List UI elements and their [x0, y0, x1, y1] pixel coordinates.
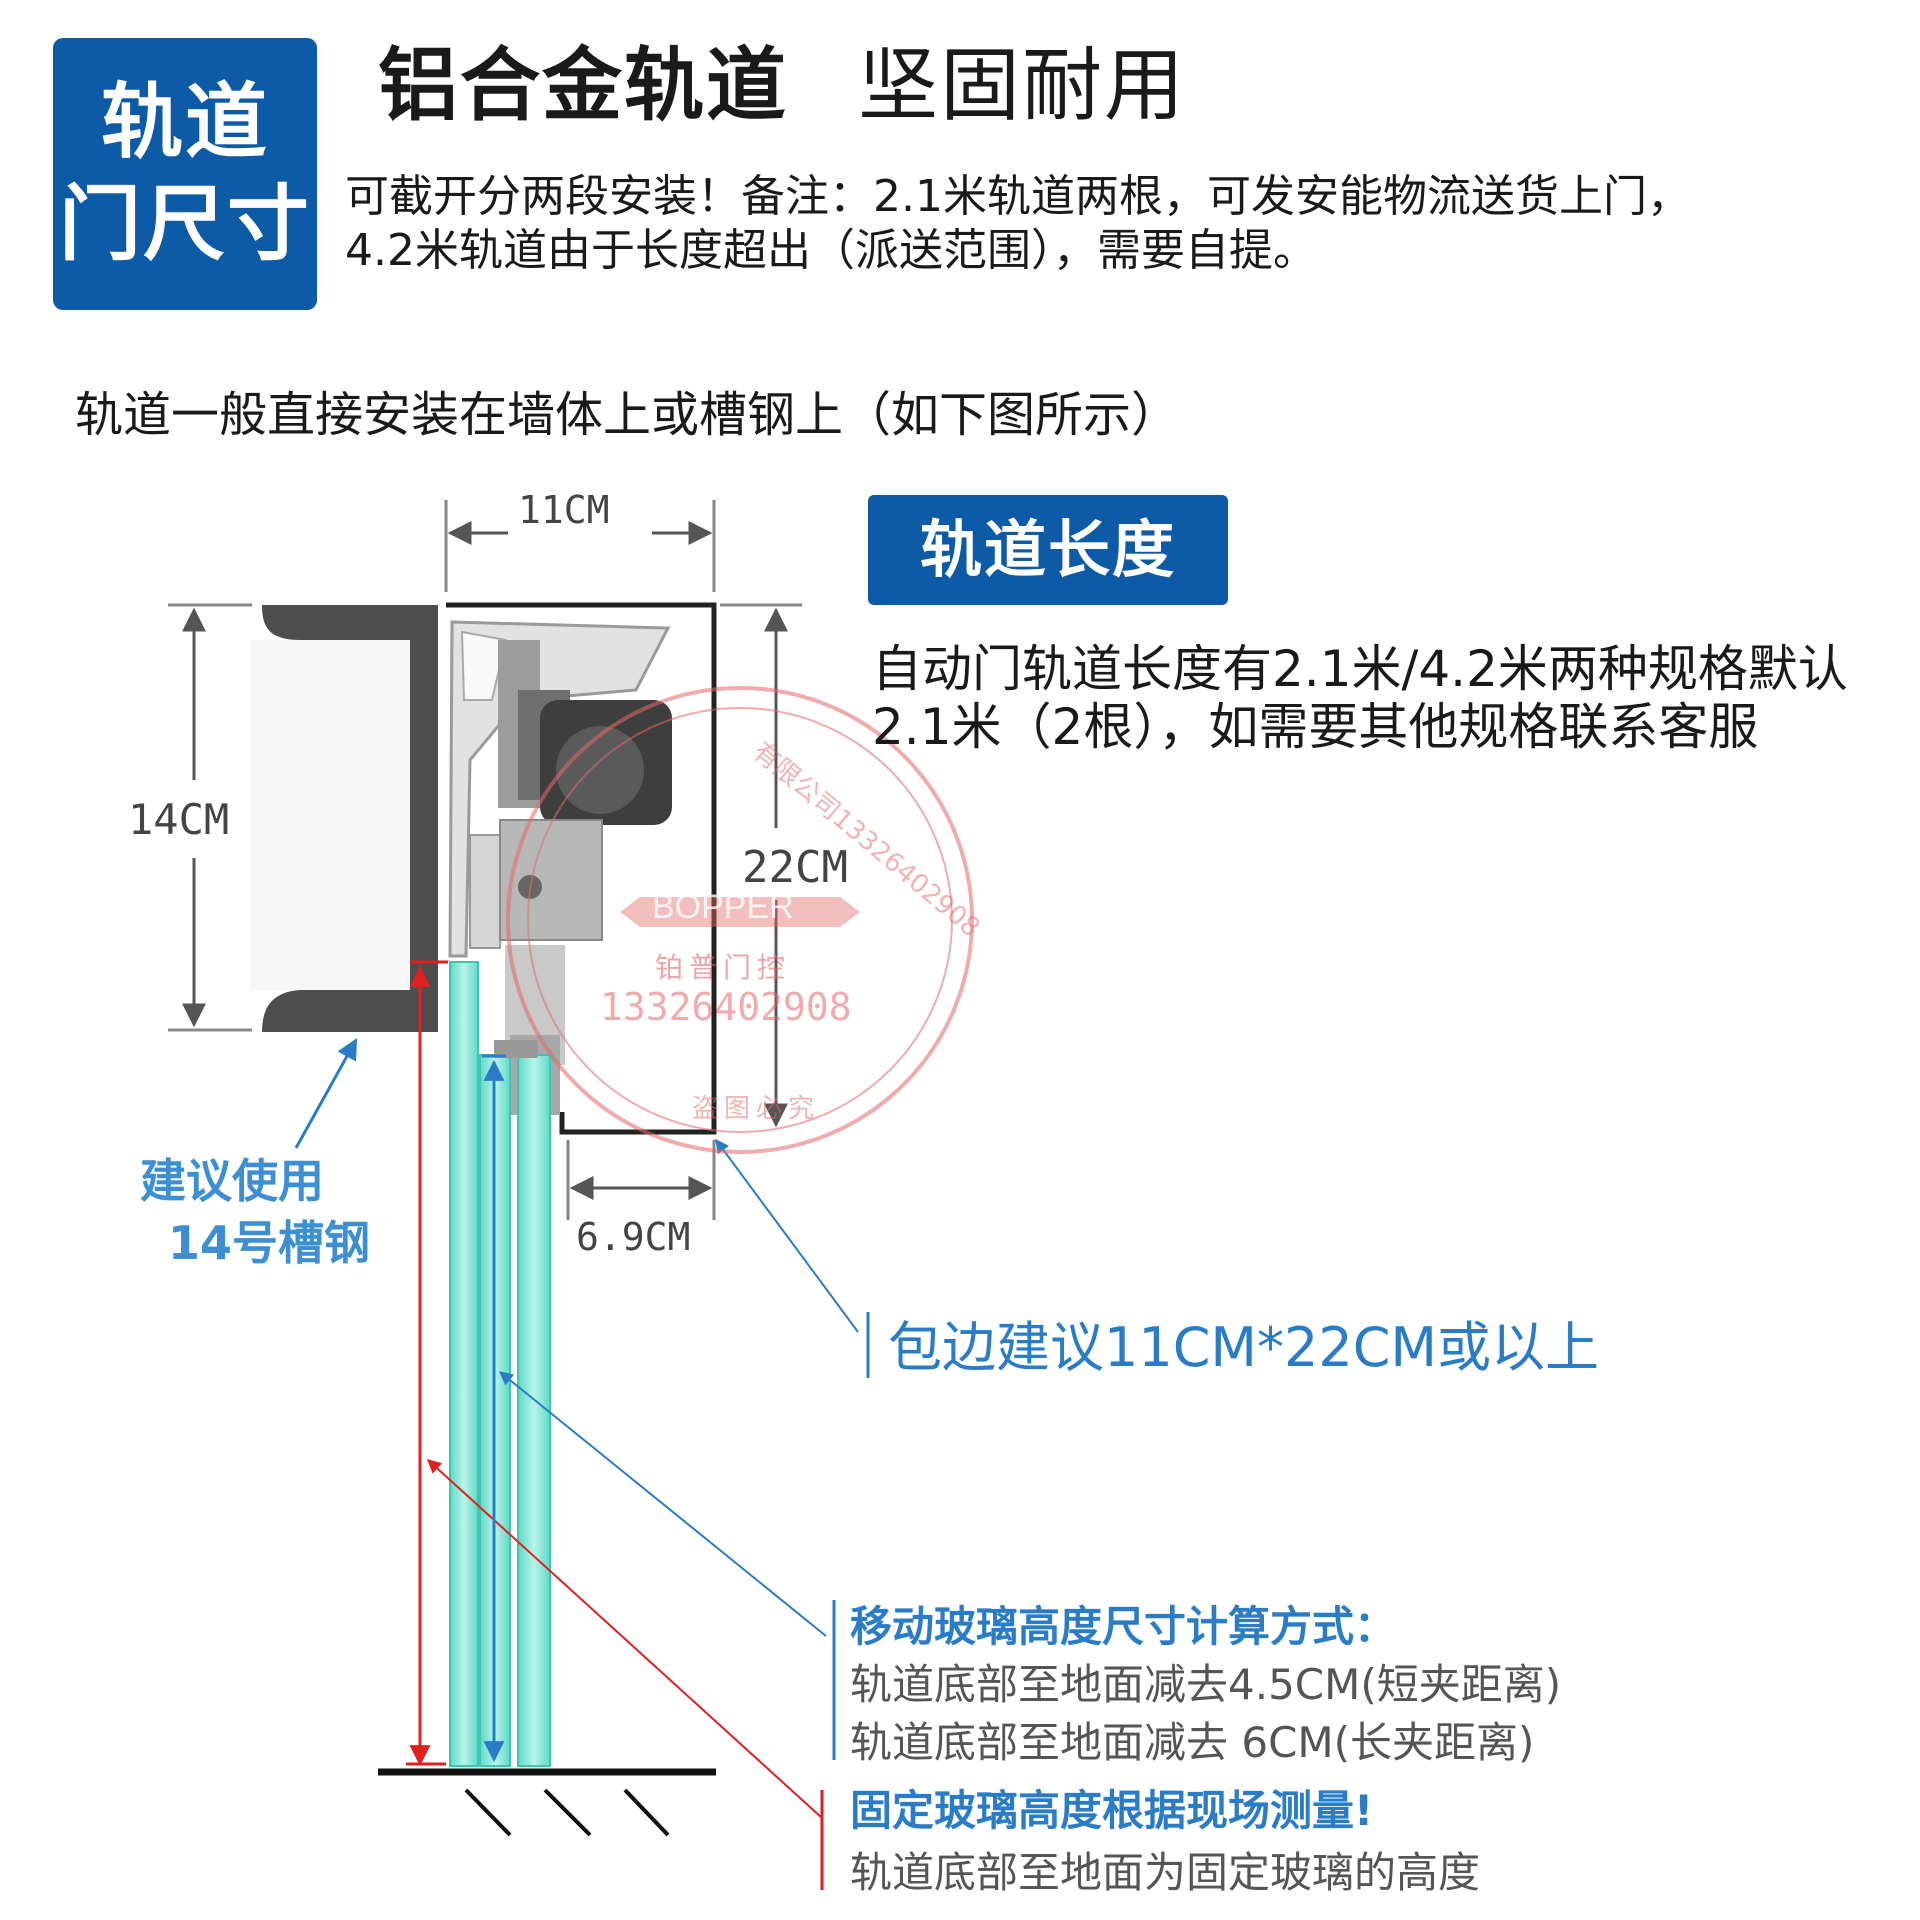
watermark-brand-cn: 铂普门控 — [655, 951, 792, 984]
floor — [378, 1768, 716, 1837]
track-length-badge: 轨道长度 — [868, 495, 1228, 605]
dim-label-22cm: 22CM — [742, 842, 848, 893]
moving-glass-rule2: 轨道底部至地面减去 6CM(长夹距离) — [850, 1718, 1535, 1767]
fixed-glass-rule: 轨道底部至地面为固定玻璃的高度 — [850, 1848, 1481, 1897]
dimension-11cm — [444, 500, 716, 592]
track-length-line2: 2.1米（2根），如需要其他规格联系客服 — [872, 698, 1759, 756]
moving-glass-heading: 移动玻璃高度尺寸计算方式： — [850, 1602, 1397, 1651]
install-note: 可截开分两段安装！备注：2.1米轨道两根，可发安能物流送货上门， 4.2米轨道由… — [345, 170, 1691, 278]
title-part1: 铝合金轨道 — [378, 39, 788, 132]
watermark-bottom: 盗图必究 — [692, 1094, 821, 1124]
moving-glass-calc: 移动玻璃高度尺寸计算方式： 轨道底部至地面减去4.5CM(短夹距离) 轨道底部至… — [850, 1598, 1561, 1772]
channel-pointer-arrow — [294, 1038, 358, 1149]
cover-size-note: 包边建议11CM*22CM或以上 — [888, 1316, 1600, 1379]
dimension-22cm — [720, 603, 802, 1128]
badge-line1: 轨道 — [100, 75, 269, 170]
moving-glass-height-arrow — [482, 1054, 836, 1763]
fixed-glass — [449, 961, 479, 1767]
dim-label-14cm: 14CM — [128, 795, 230, 844]
dim-label-6-9cm: 6.9CM — [576, 1215, 691, 1259]
channel-steel-label: 建议使用 14号槽钢 — [140, 1150, 370, 1274]
watermark-phone: 13326402908 — [600, 985, 852, 1029]
note-line1: 可截开分两段安装！备注：2.1米轨道两根，可发安能物流送货上门， — [345, 171, 1691, 222]
moving-glass-rule1: 轨道底部至地面减去4.5CM(短夹距离) — [850, 1660, 1562, 1709]
install-subtitle: 轨道一般直接安装在墙体上或槽钢上（如下图所示） — [75, 387, 1180, 443]
badge-line2: 门尺寸 — [58, 177, 311, 272]
track-length-line1: 自动门轨道长度有2.1米/4.2米两种规格默认 — [872, 640, 1848, 698]
moving-glass-right — [517, 1054, 551, 1767]
watermark-stamp — [506, 686, 974, 1154]
page-title: 铝合金轨道坚固耐用 — [378, 38, 1186, 134]
dimension-6-9cm — [566, 1140, 716, 1220]
track-cover-outline — [446, 602, 717, 1135]
cover-pointer-arrow — [715, 1138, 870, 1378]
channel-label-line2: 14号槽钢 — [168, 1216, 371, 1270]
dim-label-11cm: 11CM — [518, 488, 610, 532]
note-line2: 4.2米轨道由于长度超出（派送范围），需要自提。 — [345, 225, 1317, 276]
fixed-glass-calc: 固定玻璃高度根据现场测量! 轨道底部至地面为固定玻璃的高度 — [850, 1780, 1480, 1904]
dimension-14cm — [168, 603, 252, 1032]
title-part2: 坚固耐用 — [858, 39, 1186, 132]
track-length-text: 自动门轨道长度有2.1米/4.2米两种规格默认 2.1米（2根），如需要其他规格… — [872, 640, 1848, 756]
channel-label-line1: 建议使用 — [140, 1154, 324, 1208]
watermark-brand: BOPPER — [652, 888, 794, 926]
fixed-glass-heading: 固定玻璃高度根据现场测量! — [850, 1786, 1374, 1835]
section-badge: 轨道 门尺寸 — [53, 38, 317, 310]
